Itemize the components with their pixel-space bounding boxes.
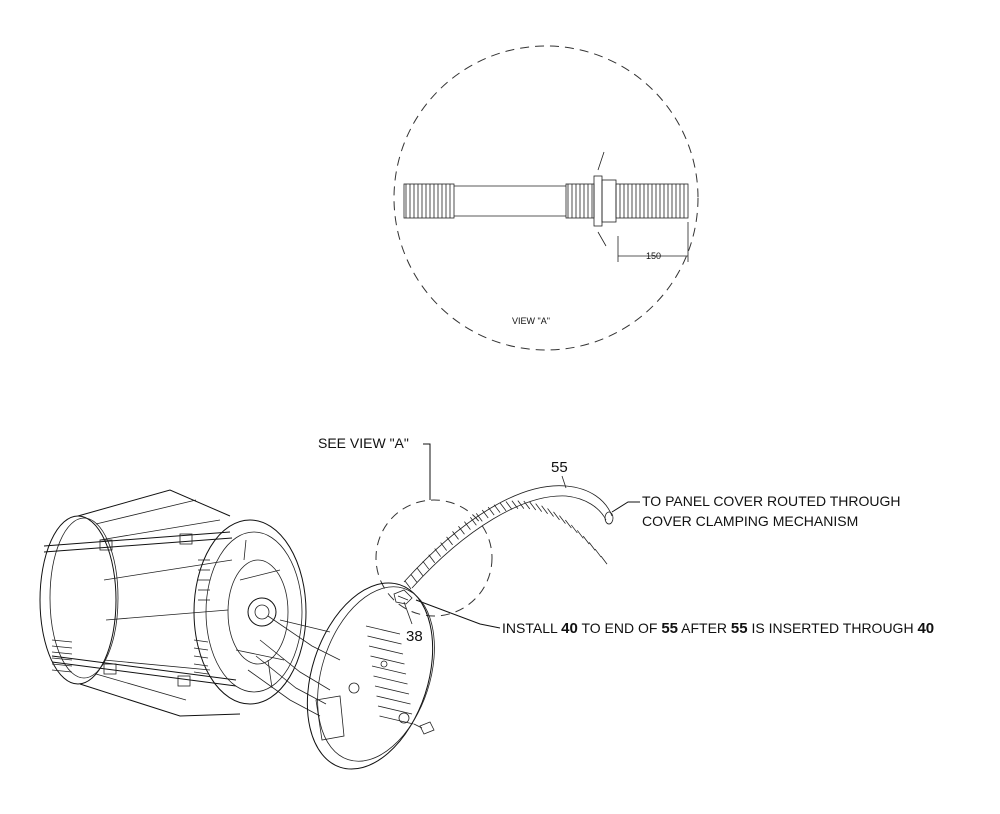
rib-line [193, 655, 209, 659]
rib-line [193, 639, 209, 643]
rib-line [588, 542, 596, 551]
rib-line [487, 506, 495, 516]
rib-line [370, 655, 405, 665]
hose-end-detail-circle [375, 499, 493, 617]
rib-line [51, 657, 73, 661]
rib-line [565, 519, 572, 529]
install-note: INSTALL 40 TO END OF 55 AFTER 55 IS INSE… [502, 620, 934, 637]
rib-line [51, 663, 73, 667]
detail-view-a: 150 VIEW "A" [393, 45, 699, 351]
rib-line [373, 675, 408, 685]
part-55-label: 55 [551, 459, 568, 476]
detail-hose: 150 [403, 151, 689, 262]
rib-line [379, 715, 414, 725]
clamp-40 [393, 589, 413, 605]
rib-line [600, 555, 608, 565]
rib-line [470, 517, 477, 526]
rib-line [193, 663, 209, 667]
rib-line [475, 513, 483, 522]
detail-view-boundary [393, 45, 699, 351]
rib-line [428, 554, 436, 564]
wire-harness [247, 615, 341, 717]
rib-line [51, 645, 73, 649]
end-cover [306, 582, 435, 770]
rib-line [434, 548, 442, 557]
rib-line [51, 651, 73, 655]
rib-line [582, 535, 590, 545]
rib-line [559, 515, 566, 524]
rib-line [193, 647, 209, 651]
rib-line [367, 635, 402, 645]
routing-note-line2: COVER CLAMPING MECHANISM [642, 513, 858, 529]
rib-line [446, 536, 453, 546]
rib-line [553, 511, 560, 521]
rib-line [368, 645, 404, 655]
rib-line [499, 502, 507, 512]
generator-stator [39, 489, 307, 717]
rib-line [505, 501, 513, 510]
rib-line [511, 500, 519, 510]
rib-line [458, 526, 465, 535]
routing-note-line1: TO PANEL COVER ROUTED THROUGH [642, 493, 901, 509]
rib-line [416, 567, 424, 576]
rib-line [517, 500, 525, 509]
rib-line [452, 531, 459, 540]
rib-line [440, 542, 447, 551]
screw [413, 721, 435, 735]
rib-line [571, 524, 578, 534]
rib-line [193, 671, 209, 675]
rib-line [523, 500, 531, 510]
rib-line [529, 501, 537, 511]
rib-line [594, 548, 602, 558]
rib-line [51, 669, 73, 673]
view-a-caption: VIEW "A" [512, 316, 550, 326]
rib-line [464, 521, 471, 530]
rib-line [541, 505, 548, 515]
rib-line [377, 705, 413, 715]
rib-line [376, 695, 411, 705]
dimension-label: 150 [646, 251, 661, 261]
part-38-label: 38 [406, 628, 423, 645]
rib-line [481, 509, 489, 519]
rib-line [51, 639, 73, 643]
rib-line [365, 625, 401, 635]
rib-line [374, 685, 410, 695]
rib-line [410, 574, 418, 583]
flex-hose-55 [403, 485, 614, 590]
rib-line [371, 665, 407, 675]
rib-line [535, 503, 542, 512]
rib-line [547, 508, 554, 517]
see-view-callout: SEE VIEW "A" [318, 435, 493, 617]
rib-line [493, 504, 501, 513]
see-view-label: SEE VIEW "A" [318, 435, 409, 451]
rib-line [422, 560, 430, 570]
rib-line [576, 530, 584, 539]
rib-line [404, 580, 412, 590]
